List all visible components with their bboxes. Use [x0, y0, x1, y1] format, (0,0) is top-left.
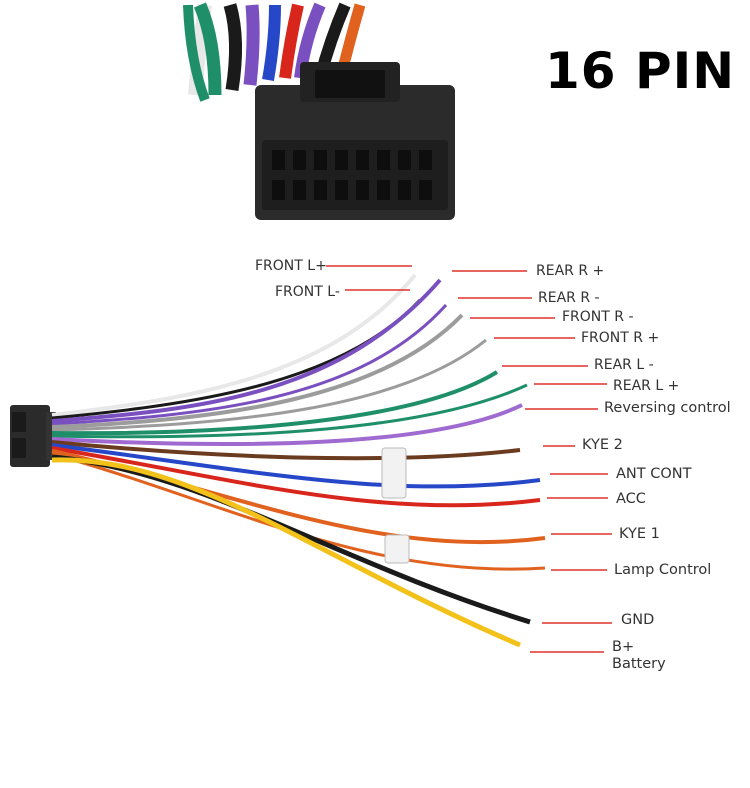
pin-label: REAR R -: [538, 290, 600, 306]
pin-count-title: 16 PIN: [545, 42, 736, 100]
wire-kye1: [51, 449, 546, 545]
wire-rear-r-minus: [51, 303, 448, 426]
pin-hole: [356, 150, 369, 170]
pin-label: KYE 2: [582, 437, 623, 453]
pin-hole: [293, 180, 306, 200]
pin-hole: [398, 180, 411, 200]
wire-acc: [51, 446, 541, 508]
pin-label: ACC: [616, 491, 646, 507]
connector-pin-holes: [272, 150, 432, 200]
wire-rear-l-plus: [51, 383, 528, 439]
wire-rear-r-plus: [51, 278, 442, 423]
pin-hole: [419, 150, 432, 170]
pin-hole: [398, 150, 411, 170]
wire-front-r-minus: [51, 313, 464, 429]
pin-label: FRONT R -: [562, 309, 634, 325]
pin-hole: [314, 150, 327, 170]
pin-label: Reversing control: [604, 400, 731, 416]
pin-label: REAR R +: [536, 263, 605, 279]
pin-label: FRONT L+: [255, 258, 327, 274]
harness-wires: [51, 273, 546, 648]
leader-lines: [326, 265, 612, 653]
wire-ant-cont: [51, 443, 541, 489]
pin-label: Lamp Control: [614, 562, 712, 578]
pin-hole: [335, 150, 348, 170]
pin-label: REAR L +: [613, 378, 680, 394]
wire-reversing: [51, 403, 523, 447]
pin-sublabel: Battery: [612, 656, 666, 672]
wire-kye2: [51, 440, 521, 461]
pin-label: FRONT L-: [275, 284, 340, 300]
pin-hole: [419, 180, 432, 200]
pin-hole: [293, 150, 306, 170]
wire-b-plus: [51, 457, 521, 648]
pin-hole: [356, 180, 369, 200]
pin-hole: [377, 150, 390, 170]
pin-hole: [335, 180, 348, 200]
pin-label: ANT CONT: [616, 466, 692, 482]
wire-front-l-minus: [51, 298, 422, 420]
wire-front-r-plus: [51, 338, 487, 432]
wire-front-l-plus: [51, 273, 417, 417]
pin-label: REAR L -: [594, 357, 654, 373]
pin-hole: [314, 180, 327, 200]
pin-label: B+: [612, 639, 635, 655]
pin-hole: [377, 180, 390, 200]
pin-label: GND: [621, 612, 655, 628]
pin-label: KYE 1: [619, 526, 660, 542]
pin-hole: [272, 150, 285, 170]
wire-gnd: [51, 454, 531, 625]
pin-label: FRONT R +: [581, 330, 660, 346]
pin-hole: [272, 180, 285, 200]
wire-rear-l-minus: [51, 370, 499, 436]
harness-connector: [10, 405, 56, 467]
